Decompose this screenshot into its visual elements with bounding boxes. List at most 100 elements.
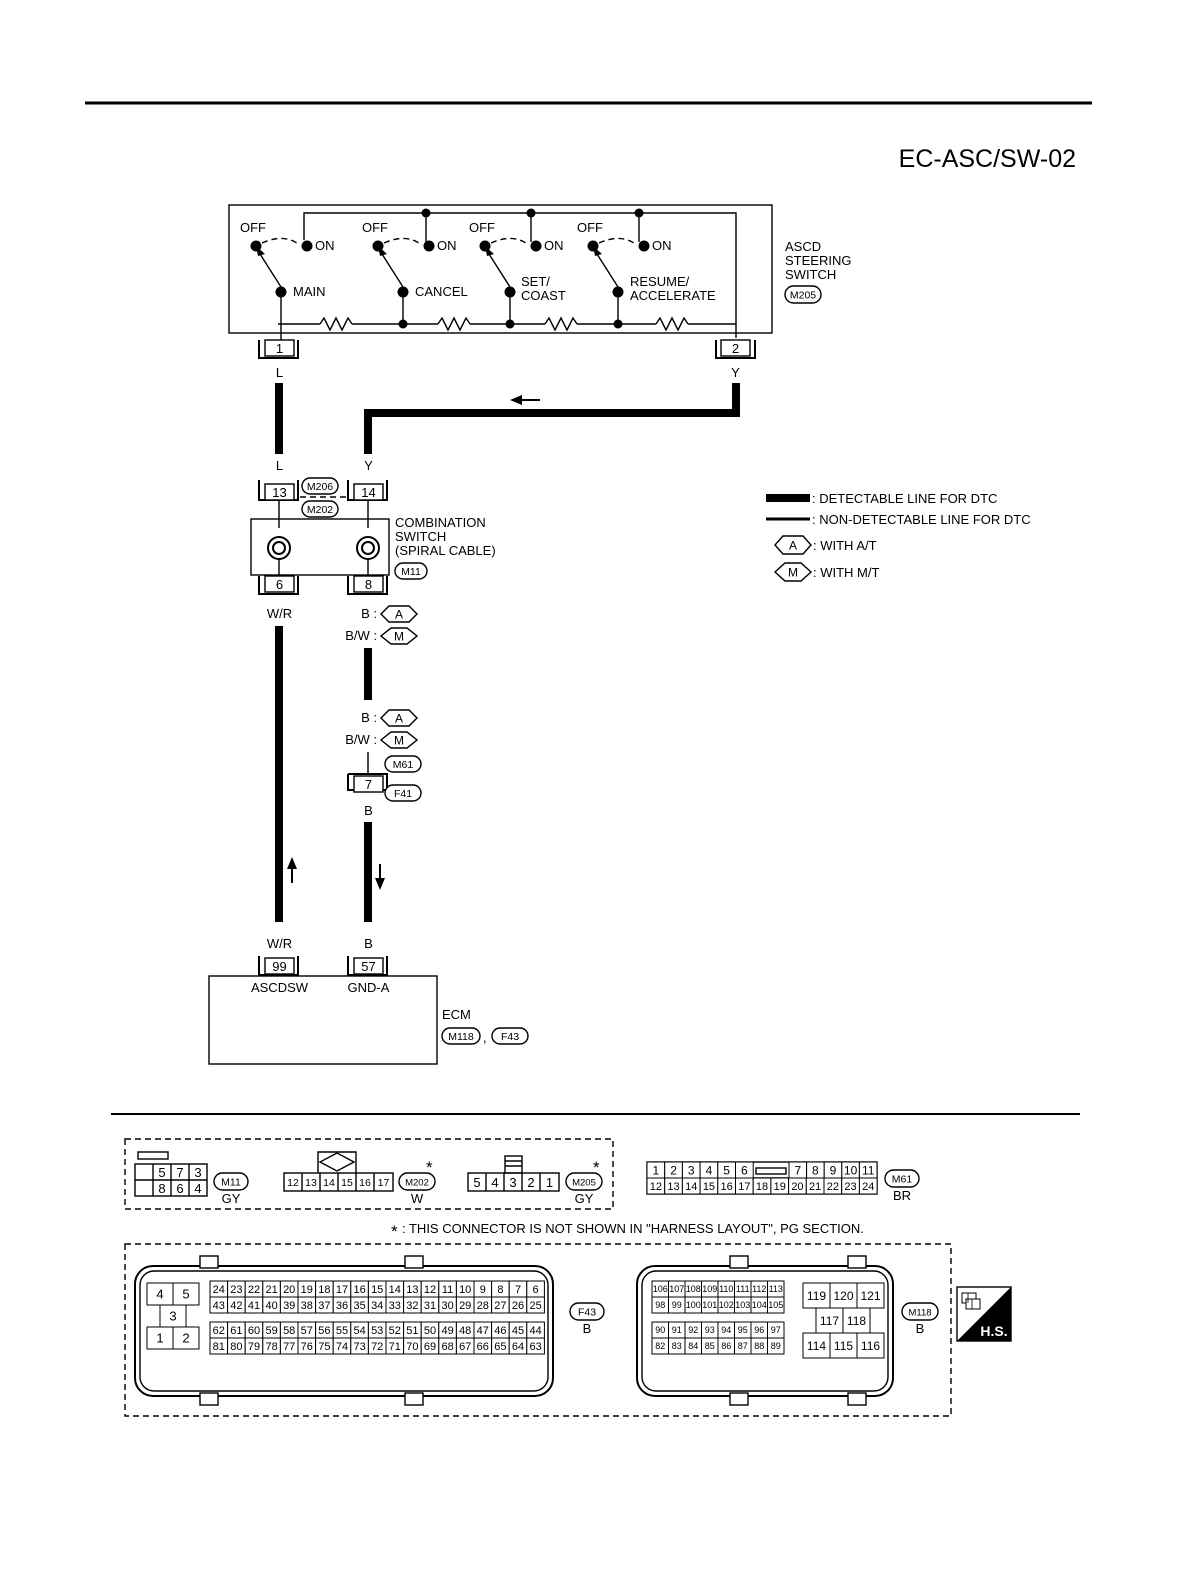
pin-cell-label: 15 [371, 1284, 383, 1296]
pin-cell-label: 98 [655, 1300, 665, 1310]
switch-cancel-label: CANCEL [415, 284, 468, 299]
wire-color-wr: W/R [267, 936, 292, 951]
pin-cell-label: 111 [736, 1284, 750, 1294]
pin-cell-label: 5 [723, 1163, 730, 1177]
connector-label-f43: F43 [501, 1031, 519, 1043]
pin-cell [526, 1296, 545, 1314]
pin-cell-label: 103 [735, 1300, 750, 1310]
pin-cell-label: 45 [512, 1325, 524, 1337]
svg-text:M202: M202 [405, 1178, 429, 1189]
pin-cell-label: 20 [791, 1181, 803, 1193]
pin-cell-label: 21 [809, 1181, 821, 1193]
connector-view-m205: 5 4 3 2 1 M205 * GY [467, 1155, 603, 1206]
pin-cell-label: 93 [705, 1325, 715, 1335]
switch-pin-2: 2 [715, 339, 756, 359]
pin-cell-label: 36 [336, 1300, 348, 1312]
pin-cell-label: 115 [834, 1339, 853, 1353]
pin-cell-label: 118 [847, 1314, 866, 1328]
pin-cell-label: 37 [318, 1300, 330, 1312]
pin-cell-label: 16 [721, 1181, 733, 1193]
pin-cell-label: 18 [318, 1284, 330, 1296]
pin-cell-label: 22 [827, 1181, 839, 1193]
switch-off-label: OFF [469, 220, 495, 235]
pin-cell-label: 77 [283, 1341, 295, 1353]
pin-cell-label: 84 [688, 1341, 698, 1351]
ecm: 99 57 ASCDSW GND-A ECM M118 , F43 [208, 956, 529, 1065]
connector-view-m202: 12 13 14 15 16 17 M202 * W [283, 1151, 436, 1206]
hs-label: H.S. [980, 1323, 1007, 1339]
svg-text:2: 2 [527, 1175, 534, 1190]
pin-cell-label: 28 [477, 1300, 489, 1312]
combination-pin-6: 6 [258, 575, 299, 595]
pin-cell-label: 29 [459, 1300, 471, 1312]
pin-cell-label: 4 [706, 1163, 713, 1177]
pin-cell-label: 52 [389, 1325, 401, 1337]
pin-cell-label: 22 [248, 1284, 260, 1296]
pin-cell [526, 1337, 545, 1355]
pin-cell-label: 11 [862, 1163, 875, 1177]
pin-cell-label: 79 [248, 1341, 260, 1353]
pin-cell-label: 23 [230, 1284, 242, 1296]
pin-cell-label: 82 [655, 1341, 665, 1351]
pin-cell-label: 101 [702, 1300, 717, 1310]
pin-cell-label: 42 [230, 1300, 242, 1312]
combination-switch-name: COMBINATION [395, 515, 486, 530]
connector-label-f41: F41 [394, 788, 412, 800]
pin-cell-label: 19 [301, 1284, 313, 1296]
pin-cell-label: 14 [685, 1181, 697, 1193]
pin-cell-label: 55 [336, 1325, 348, 1337]
ascd-steering-switch: OFF ON OFF ON OFF ON OFF ON MAIN CANCEL … [228, 204, 851, 340]
svg-text:A: A [395, 712, 403, 726]
pin-cell-label: 57 [301, 1325, 313, 1337]
svg-text:8: 8 [365, 577, 372, 592]
svg-text:A: A [395, 608, 403, 622]
switch-off-label: OFF [240, 220, 266, 235]
pin-cell-label: 74 [336, 1341, 348, 1353]
svg-text:M118: M118 [908, 1308, 931, 1319]
pin-cell-label: 43 [213, 1300, 225, 1312]
wire-color-l: L [276, 458, 283, 473]
svg-text:16: 16 [359, 1177, 371, 1189]
svg-text:3: 3 [509, 1175, 516, 1190]
ecm-name: ECM [442, 1007, 471, 1022]
pin-cell-label: 110 [719, 1284, 733, 1294]
pin-cell-label: 24 [213, 1284, 225, 1296]
pin-cell-label: 10 [844, 1163, 858, 1177]
pin-cell-label: 91 [672, 1325, 682, 1335]
pin-cell-label: 39 [283, 1300, 295, 1312]
pin-cell-label: 54 [353, 1325, 365, 1337]
switch-main-label: MAIN [293, 284, 326, 299]
switch-on-label: ON [437, 238, 457, 253]
switch-set-label: SET/ [521, 274, 550, 289]
pin-cell-label: 112 [752, 1284, 766, 1294]
combination-pin-14: 14 [347, 480, 388, 501]
pin-cell-label: 96 [754, 1325, 764, 1335]
pin-cell-label: 38 [301, 1300, 313, 1312]
pin-cell-label: 88 [754, 1341, 764, 1351]
legend-non-detectable-text: : NON-DETECTABLE LINE FOR DTC [812, 512, 1031, 527]
pin-cell [802, 1332, 831, 1359]
pin-cell-label: 6 [741, 1163, 748, 1177]
svg-text:M11: M11 [221, 1177, 241, 1189]
ecm-pin-99: 99 [272, 959, 286, 974]
wire-y [364, 383, 740, 454]
pin-cell-label: 46 [494, 1325, 506, 1337]
legend-with-mt: : WITH M/T [813, 565, 879, 580]
pin-cell-label: 44 [529, 1325, 541, 1337]
pin-cell-label: 48 [459, 1325, 471, 1337]
svg-text:M: M [788, 566, 798, 580]
pin-cell-label: 76 [301, 1341, 313, 1353]
pin-cell-label: 53 [371, 1325, 383, 1337]
svg-text:B/W :: B/W : [345, 628, 377, 643]
svg-text:5: 5 [473, 1175, 480, 1190]
combination-pin-13: 13 [258, 480, 299, 501]
wire-color-b: B [364, 803, 373, 818]
pin-cell-label: 19 [774, 1181, 786, 1193]
svg-text:6: 6 [176, 1181, 183, 1196]
switch-on-label: ON [652, 238, 672, 253]
pin-cell-label: 108 [686, 1284, 701, 1294]
legend-with-at: : WITH A/T [813, 538, 877, 553]
combination-switch-name: SWITCH [395, 529, 446, 544]
pin-cell-label: 34 [371, 1300, 383, 1312]
